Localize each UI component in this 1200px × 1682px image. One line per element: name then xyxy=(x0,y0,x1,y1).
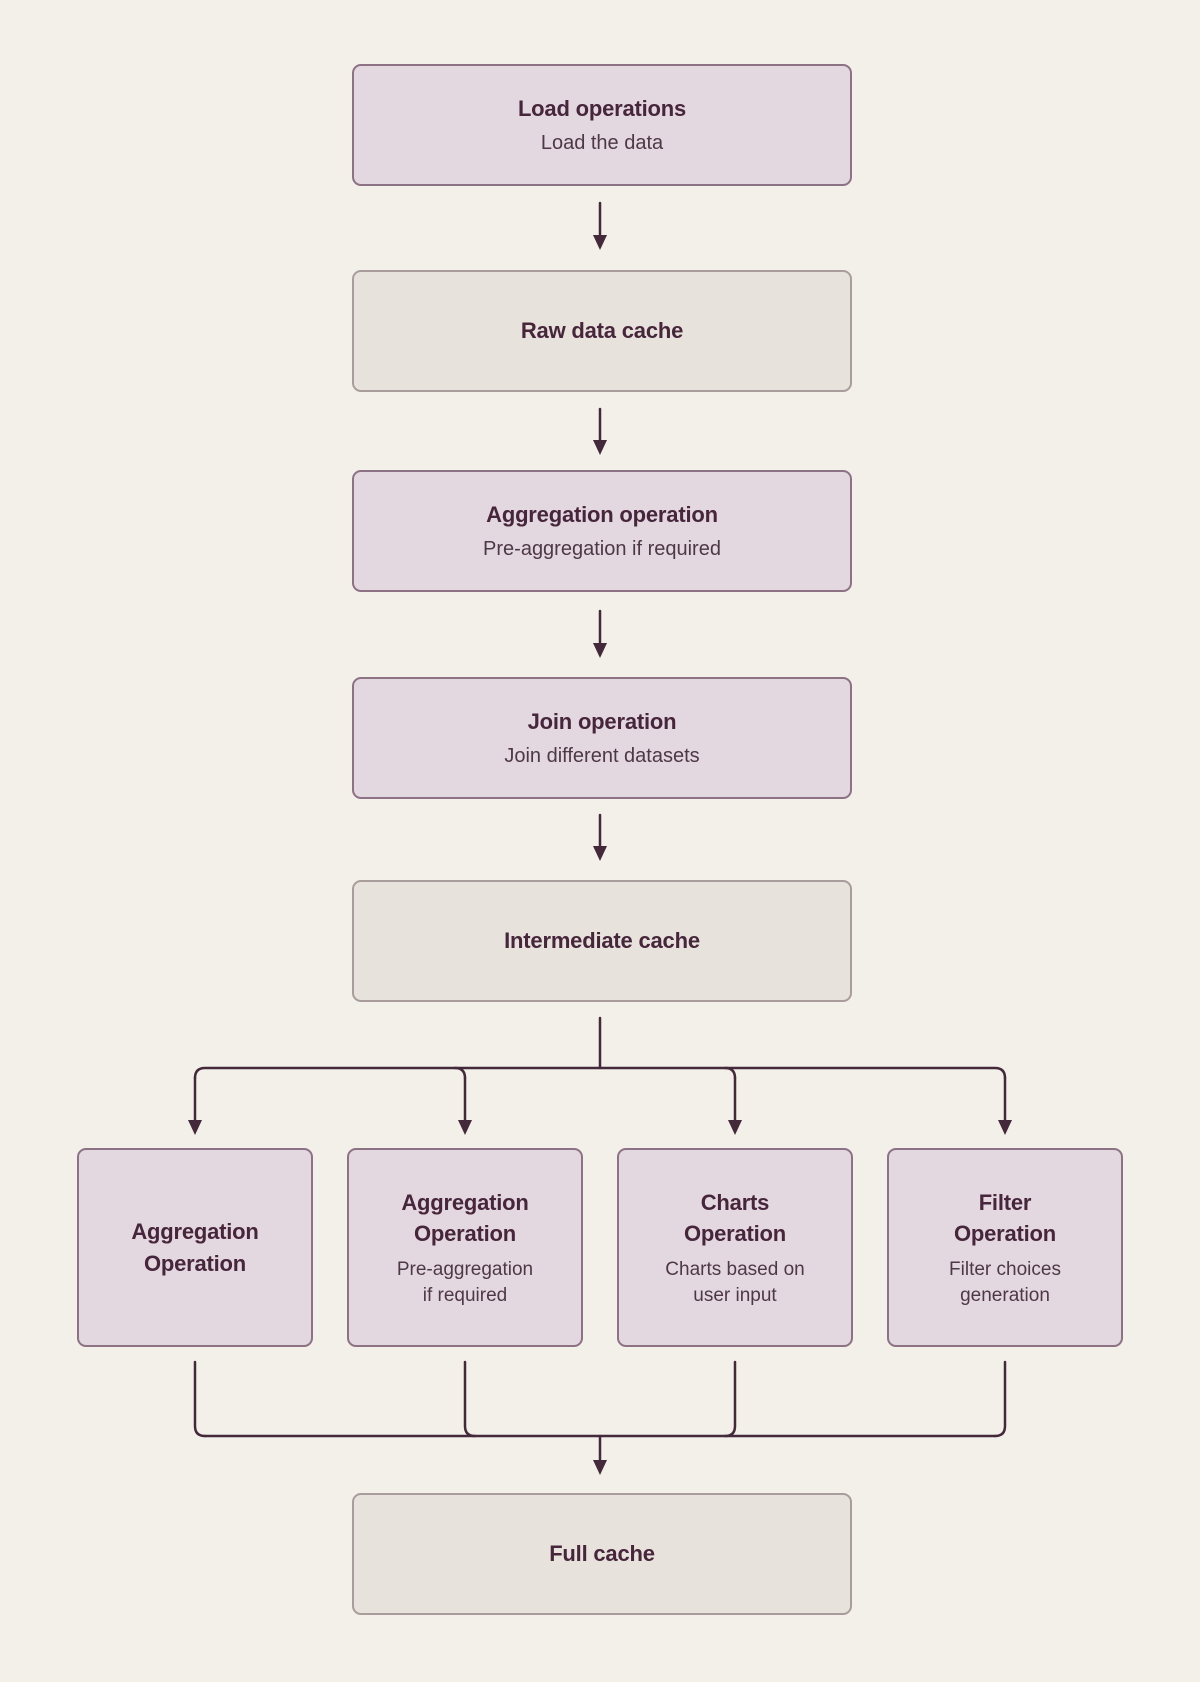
node-aggregation-operation-branch-2: Aggregation Operation Pre-aggregation if… xyxy=(347,1148,583,1347)
node-aggregation-operation-branch-2-title: Aggregation Operation xyxy=(401,1189,529,1246)
node-join-operation-subtitle: Join different datasets xyxy=(504,745,700,768)
node-aggregation-operation-branch-2-subtitle: Pre-aggregation if required xyxy=(396,1259,534,1306)
node-charts-operation-title: Charts Operation xyxy=(683,1189,787,1246)
arrowhead-load-to-raw-cache xyxy=(593,235,607,250)
arrowhead-merge-to-full-cache xyxy=(593,1460,607,1475)
node-charts-operation-subtitle: Charts based on user input xyxy=(665,1259,805,1306)
node-load-operations: Load operations Load the data xyxy=(352,64,852,186)
branch-junction-curve-3 xyxy=(723,1066,737,1080)
node-load-operations-title: Load operations xyxy=(517,95,687,121)
node-charts-operation: Charts Operation Charts based on user in… xyxy=(617,1148,853,1347)
node-join-operation-title: Join operation xyxy=(527,708,677,734)
node-raw-data-cache-title: Raw data cache xyxy=(520,318,684,344)
branch-horizontal-rail xyxy=(193,1066,1007,1080)
merge-line-1 xyxy=(193,1360,207,1438)
node-aggregation-operation-subtitle: Pre-aggregation if required xyxy=(483,538,721,561)
node-raw-data-cache: Raw data cache xyxy=(352,270,852,392)
node-load-operations-subtitle: Load the data xyxy=(540,132,664,155)
arrowhead-branch-2 xyxy=(458,1120,472,1135)
node-intermediate-cache-title: Intermediate cache xyxy=(504,928,700,954)
branch-junction-curve-2 xyxy=(453,1066,467,1080)
arrowhead-raw-cache-to-aggregation xyxy=(593,440,607,455)
node-intermediate-cache: Intermediate cache xyxy=(352,880,852,1002)
merge-line-2 xyxy=(463,1360,477,1438)
node-filter-operation-subtitle: Filter choices generation xyxy=(949,1259,1061,1306)
merge-line-3 xyxy=(723,1360,737,1438)
arrowhead-join-to-intermediate-cache xyxy=(593,846,607,861)
node-full-cache: Full cache xyxy=(352,1493,852,1615)
node-filter-operation-title: Filter Operation xyxy=(953,1189,1057,1246)
node-aggregation-operation-title: Aggregation operation xyxy=(486,501,718,527)
node-full-cache-title: Full cache xyxy=(549,1541,655,1567)
node-aggregation-operation-branch-1-title: Aggregation Operation xyxy=(131,1219,259,1276)
node-aggregation-operation: Aggregation operation Pre-aggregation if… xyxy=(352,470,852,592)
node-filter-operation: Filter Operation Filter choices generati… xyxy=(887,1148,1123,1347)
node-aggregation-operation-branch-1: Aggregation Operation xyxy=(77,1148,313,1347)
node-join-operation: Join operation Join different datasets xyxy=(352,677,852,799)
merge-line-4 xyxy=(993,1360,1007,1438)
arrowhead-branch-4 xyxy=(998,1120,1012,1135)
arrowhead-aggregation-to-join xyxy=(593,643,607,658)
arrowhead-branch-3 xyxy=(728,1120,742,1135)
arrowhead-branch-1 xyxy=(188,1120,202,1135)
